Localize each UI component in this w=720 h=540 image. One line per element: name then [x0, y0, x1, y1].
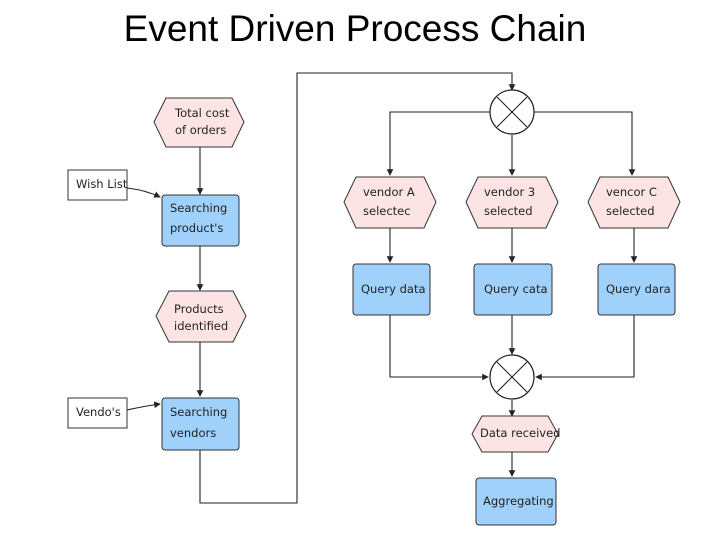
event-total-cost-line1: Total cost — [174, 106, 230, 120]
function-searching-vendors: Searching vendors — [161, 397, 240, 451]
doc-wish-list: Wish List — [67, 169, 128, 201]
event-vendor-b-line2: selected — [484, 204, 533, 218]
event-vendor-c-line2: selected — [606, 204, 655, 218]
function-searching-vendors-line1: Searching — [170, 405, 227, 419]
function-searching-vendors-line2: vendors — [170, 426, 216, 440]
xor-join-connector — [489, 354, 535, 400]
function-query-c-label: Query dara — [606, 282, 671, 296]
edge-queryC-xorjoin — [535, 315, 635, 381]
function-aggregating-label: Aggregating — [483, 494, 554, 508]
function-query-a-label: Query data — [361, 282, 426, 296]
event-vendor-b-line1: vendor 3 — [484, 185, 535, 199]
event-products-identified-line1: Products — [174, 302, 224, 316]
xor-split-connector — [489, 89, 535, 135]
event-total-cost: Total cost of orders — [153, 97, 245, 148]
event-products-identified-line2: identified — [174, 319, 228, 333]
function-searching-products-line1: Searching — [170, 201, 227, 215]
function-searching-products-line2: product's — [170, 221, 223, 235]
edge-wishlist-searching — [126, 187, 161, 198]
doc-vendors: Vendo's — [67, 397, 128, 429]
edge-xor-vendorA — [386, 111, 490, 176]
event-vendor-c-line1: vencor C — [606, 185, 657, 199]
event-vendor-a-line2: selectec — [363, 204, 411, 218]
event-data-received: Data received — [471, 415, 560, 453]
function-query-a: Query data — [352, 263, 431, 316]
edge-xor-vendorC — [534, 111, 636, 176]
edge-queryA-xorjoin — [389, 315, 489, 381]
event-vendor-c-selected: vencor C selected — [587, 176, 681, 229]
page-title: Event Driven Process Chain — [123, 8, 587, 49]
connectors — [126, 72, 638, 504]
function-query-c: Query dara — [597, 263, 676, 316]
event-vendor-a-selected: vendor A selectec — [343, 176, 437, 229]
edge-searchvendors-xorsplit — [199, 72, 516, 504]
function-query-b: Query cata — [473, 263, 553, 316]
function-aggregating: Aggregating — [475, 477, 557, 526]
doc-wish-list-label: Wish List — [76, 177, 128, 191]
event-products-identified: Products identified — [155, 290, 247, 343]
doc-vendors-label: Vendo's — [76, 405, 121, 419]
event-data-received-label: Data received — [480, 426, 560, 440]
event-vendor-a-line1: vendor A — [363, 185, 415, 199]
event-vendor-b-selected: vendor 3 selected — [465, 176, 559, 229]
event-total-cost-line2: of orders — [175, 123, 226, 137]
edge-vendors-searchvendors — [126, 401, 161, 411]
function-searching-products: Searching product's — [161, 194, 240, 247]
function-query-b-label: Query cata — [484, 282, 548, 296]
